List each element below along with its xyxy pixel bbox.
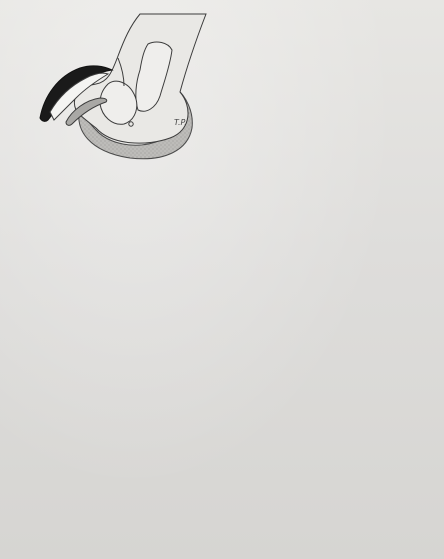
row1-side-section bbox=[40, 14, 206, 159]
artist-initials: T.P. bbox=[174, 118, 187, 127]
